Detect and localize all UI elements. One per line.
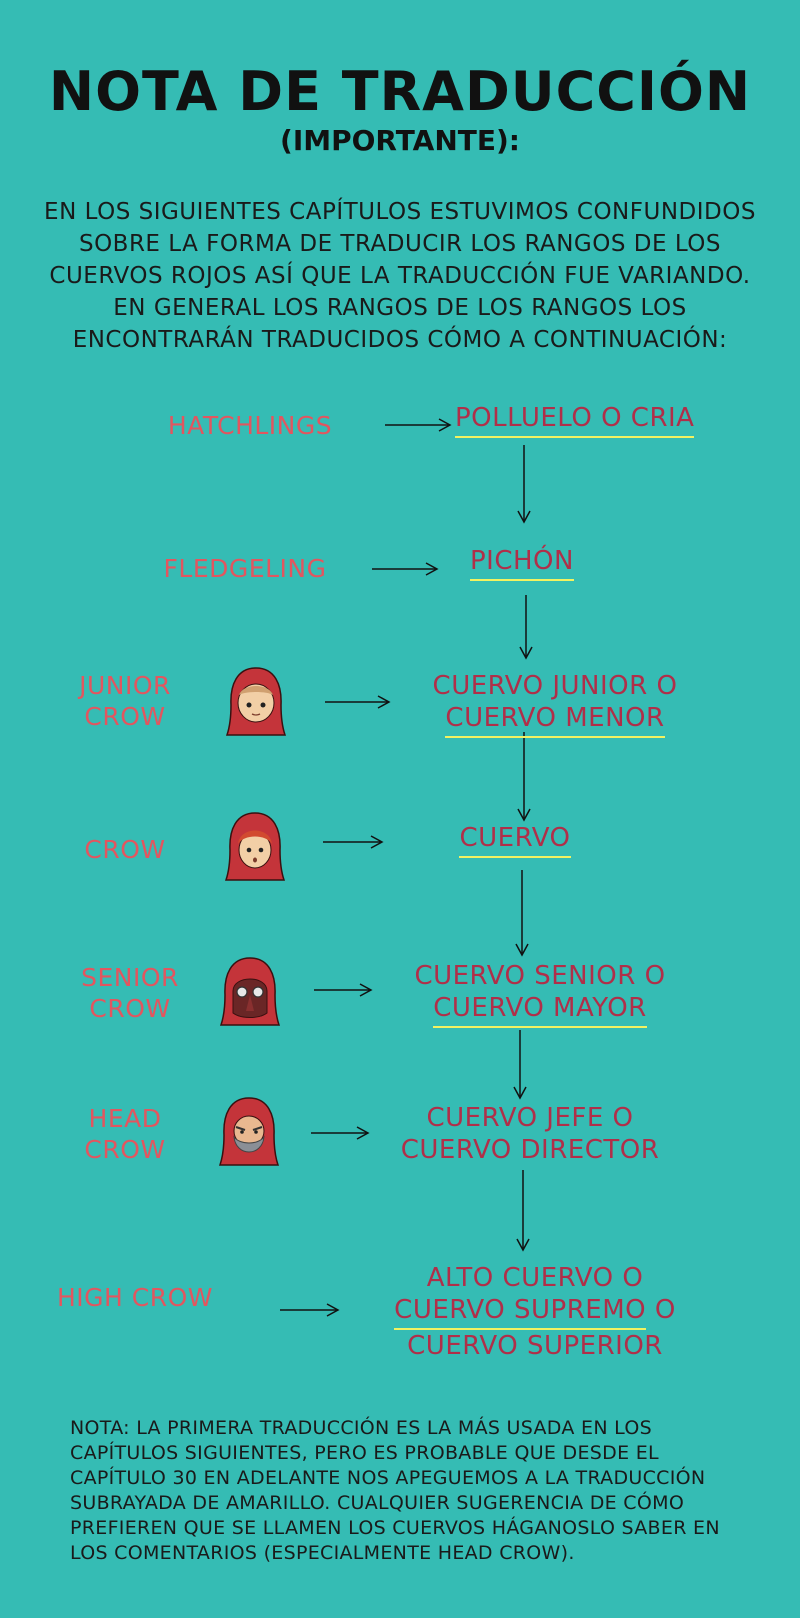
page-title: NOTA DE TRADUCCIÓN — [48, 60, 752, 123]
underlined-translation: CUERVO MENOR — [445, 702, 665, 738]
crow-avatar-icon — [224, 812, 286, 881]
rank-fledgeling-spanish: PICHÓN — [470, 545, 590, 581]
rank-hatchlings-spanish: POLLUELO O CRIA — [455, 402, 735, 438]
translation-line: CUERVO SUPREMO O — [375, 1294, 695, 1330]
rank-junior-crow-english: JUNIOR CROW — [79, 671, 171, 731]
rank-high-crow-english: HIGH CROW — [56, 1283, 213, 1312]
translation-line: CUERVO JUNIOR O — [432, 671, 678, 701]
translation-line: ALTO CUERVO O — [426, 1263, 644, 1293]
rank-head-crow-english: HEAD CROW — [84, 1104, 166, 1164]
rank-high-crow-spanish: ALTO CUERVO O CUERVO SUPREMO O CUERVO SU… — [375, 1262, 695, 1362]
translation-line: CUERVO JEFE O — [426, 1103, 634, 1133]
underlined-translation: CUERVO — [459, 822, 571, 858]
senior-crow-avatar-icon — [219, 957, 281, 1026]
underlined-translation: CUERVO MAYOR — [433, 992, 647, 1028]
rank-fledgeling-english: FLEDGELING — [163, 554, 327, 583]
rank-crow-spanish: CUERVO — [430, 822, 600, 858]
intro-text: EN LOS SIGUIENTES CAPÍTULOS ESTUVIMOS CO… — [44, 199, 756, 353]
underlined-translation: PICHÓN — [470, 545, 574, 581]
head-crow-avatar-icon — [218, 1097, 280, 1166]
rank-head-crow-spanish: CUERVO JEFE O CUERVO DIRECTOR — [380, 1102, 680, 1166]
underlined-translation: POLLUELO O CRIA — [455, 402, 695, 438]
underlined-translation: CUERVO SUPREMO — [394, 1294, 647, 1330]
footnote: NOTA: LA PRIMERA TRADUCCIÓN ES LA MÁS US… — [70, 1417, 720, 1564]
junior-crow-avatar-icon — [225, 667, 287, 736]
rank-crow-english: CROW — [84, 835, 166, 864]
page-subtitle: (IMPORTANTE): — [280, 124, 520, 157]
rank-junior-crow-spanish: CUERVO JUNIOR O CUERVO MENOR — [405, 670, 705, 738]
rank-hatchlings-english: HATCHLINGS — [167, 411, 333, 440]
rank-senior-crow-spanish: CUERVO SENIOR O CUERVO MAYOR — [395, 960, 685, 1028]
translation-line: CUERVO SENIOR O — [414, 961, 666, 991]
translation-line: CUERVO SUPERIOR — [407, 1331, 663, 1361]
translation-suffix: O — [646, 1295, 676, 1325]
rank-senior-crow-english: SENIOR CROW — [81, 963, 179, 1023]
translation-line: CUERVO DIRECTOR — [400, 1135, 660, 1165]
